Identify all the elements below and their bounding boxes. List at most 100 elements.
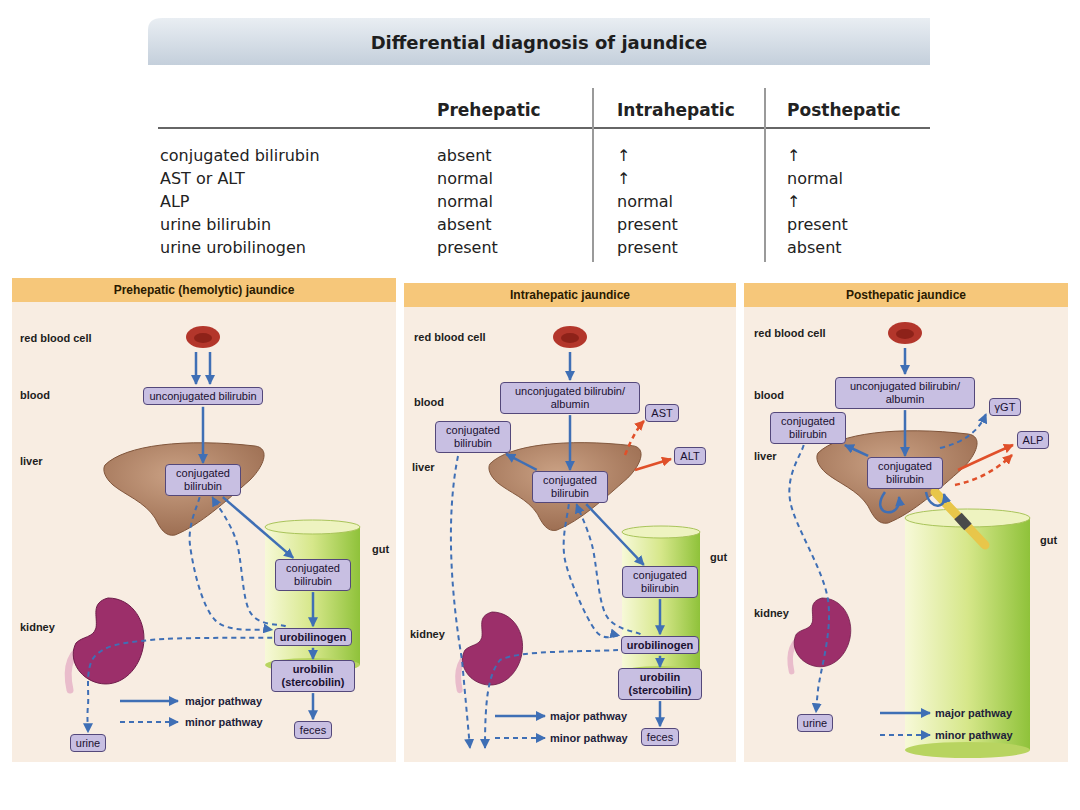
- box-text: unconjugated bilirubin: [149, 390, 256, 403]
- table-cell: urine bilirubin: [160, 215, 271, 234]
- figure-part: [635, 459, 671, 470]
- box-text: urobilin (stercobilin): [624, 671, 696, 696]
- figure-part: [569, 352, 572, 380]
- pathway-box: conjugated bilirubin: [435, 421, 511, 452]
- legend-text: major pathway: [935, 707, 1012, 719]
- pathway-box: conjugated bilirubin: [165, 464, 241, 495]
- box-text: urine: [76, 737, 100, 750]
- box-text: ALT: [680, 450, 699, 463]
- figure-part: [880, 492, 899, 512]
- table-cell: absent: [437, 146, 492, 165]
- table-cell: present: [617, 215, 678, 234]
- box-text: urobilin (stercobilin): [277, 663, 349, 688]
- figure-part: [880, 712, 930, 715]
- table-cell: present: [787, 215, 848, 234]
- figure-part: [622, 526, 700, 538]
- pathway-box: unconjugated bilirubin/ albumin: [500, 382, 640, 413]
- table-divider: [592, 88, 594, 262]
- row-label: red blood cell: [754, 327, 826, 339]
- pathway-box: unconjugated bilirubin: [143, 387, 262, 406]
- pathway-box: conjugated bilirubin: [770, 412, 846, 443]
- figure-part: [904, 348, 907, 374]
- table-cell: normal: [787, 169, 843, 188]
- pathway-box: conjugated bilirubin: [622, 566, 698, 597]
- row-label: kidney: [410, 628, 445, 640]
- red-cell-figure: [888, 322, 922, 344]
- gut-figure: [265, 520, 360, 672]
- table-divider: [764, 88, 766, 262]
- box-text: feces: [647, 731, 673, 744]
- box-text: unconjugated bilirubin/ albumin: [506, 385, 634, 410]
- table-cell: normal: [437, 192, 493, 211]
- major-pathway-arrow: [312, 693, 315, 719]
- figure-part: [451, 456, 470, 748]
- legend-text: minor pathway: [935, 729, 1013, 741]
- box-text: urobilinogen: [280, 631, 347, 644]
- gut-figure: [622, 526, 700, 678]
- row-label: blood: [414, 396, 444, 408]
- figure-part: [905, 509, 1030, 527]
- red-cell-figure: [553, 326, 587, 348]
- column-heading: Posthepatic: [787, 100, 901, 120]
- figure-part: [120, 721, 178, 723]
- table-rule: [158, 127, 930, 129]
- pathway-box: feces: [641, 728, 679, 747]
- panel-heading: Prehepatic (hemolytic) jaundice: [12, 278, 396, 302]
- figure-part: [905, 742, 1030, 758]
- panel-ground: [12, 278, 396, 762]
- minor-pathway-arrow: [87, 638, 272, 733]
- row-label: liver: [20, 455, 43, 467]
- box-text: conjugated bilirubin: [538, 474, 602, 499]
- table-cell: present: [437, 238, 498, 257]
- static-arrows: [120, 348, 1013, 748]
- red-cell-figure: [186, 326, 220, 348]
- major-pathway-arrow: [506, 454, 536, 470]
- duct-obstruction: [958, 516, 968, 527]
- jaundice-panel: Intrahepatic jaundice unconjugated biliru…: [404, 283, 736, 762]
- figure-part: [495, 715, 545, 718]
- table-cell: absent: [437, 215, 492, 234]
- pathway-box: ALT: [674, 447, 705, 466]
- row-label: red blood cell: [20, 332, 92, 344]
- box-text: ALP: [1023, 434, 1044, 447]
- box-text: AST: [651, 407, 672, 420]
- row-label: gut: [710, 551, 727, 563]
- kidney-figure: [790, 598, 851, 672]
- table-cell: conjugated bilirubin: [160, 146, 320, 165]
- pathway-box: urobilinogen: [274, 628, 353, 647]
- major-pathway-arrow: [223, 497, 293, 558]
- major-pathway-arrow: [312, 648, 315, 659]
- major-pathway-arrow: [569, 415, 572, 470]
- pathway-box: unconjugated bilirubin/ albumin: [835, 377, 975, 408]
- pathway-box: feces: [294, 721, 332, 740]
- legend-text: major pathway: [550, 710, 627, 722]
- pathway-box: urobilin (stercobilin): [618, 668, 702, 699]
- box-text: conjugated bilirubin: [628, 569, 692, 594]
- pathway-box: ALP: [1017, 431, 1050, 450]
- figure-part: [495, 737, 545, 739]
- column-heading: Prehepatic: [437, 100, 541, 120]
- pathway-box: conjugated bilirubin: [532, 471, 608, 502]
- table-cell: normal: [437, 169, 493, 188]
- box-text: unconjugated bilirubin/ albumin: [841, 380, 969, 405]
- table-cell: normal: [617, 192, 673, 211]
- panel-heading: Posthepatic jaundice: [744, 283, 1068, 307]
- panel-heading: Intrahepatic jaundice: [404, 283, 736, 307]
- kidney-figure: [68, 598, 144, 690]
- box-text: feces: [300, 724, 326, 737]
- figure-part: [265, 527, 360, 665]
- row-label: gut: [372, 543, 389, 555]
- row-label: red blood cell: [414, 331, 486, 343]
- box-text: conjugated bilirubin: [441, 424, 505, 449]
- box-text: urobilinogen: [627, 639, 694, 652]
- figure-part: [195, 352, 198, 384]
- bile-duct: [935, 492, 985, 545]
- pathway-box: γGT: [989, 398, 1022, 417]
- row-label: liver: [412, 461, 435, 473]
- pathway-box: AST: [645, 404, 678, 423]
- major-pathway-arrow: [202, 407, 205, 463]
- figure-part: [880, 734, 930, 736]
- table-cell: ↑: [787, 146, 800, 165]
- major-pathway-arrow: [904, 410, 907, 456]
- pathway-box: conjugated bilirubin: [867, 457, 943, 488]
